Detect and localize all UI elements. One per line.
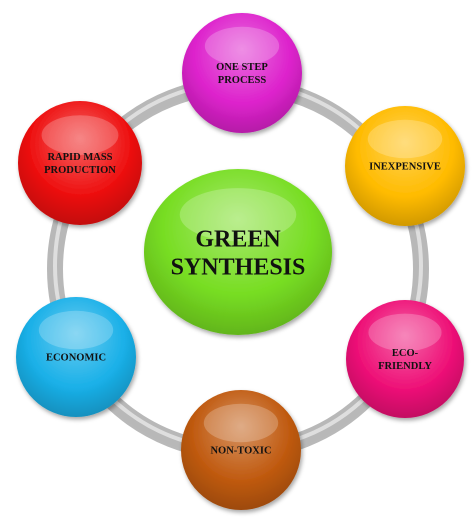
node-economic: ECONOMIC — [16, 297, 136, 417]
node-non-toxic-label-line-1: NON-TOXIC — [210, 446, 271, 457]
node-economic-gloss — [38, 310, 114, 350]
node-rapid-mass-production: RAPID MASS PRODUCTION — [18, 101, 142, 225]
node-non-toxic: NON-TOXIC — [181, 390, 301, 510]
node-eco-friendly-gloss — [368, 313, 442, 352]
node-inexpensive: INEXPENSIVE — [345, 106, 465, 226]
node-inexpensive-gloss — [367, 119, 443, 159]
node-rapid-mass-production-label-line-1: RAPID MASS — [47, 152, 112, 163]
node-one-step-process-gloss — [204, 26, 280, 66]
center-green-synthesis-gloss — [179, 188, 297, 242]
node-eco-friendly-circle — [346, 300, 464, 418]
node-one-step-process-label-line-1: ONE STEP — [216, 62, 268, 73]
node-non-toxic-circle — [181, 390, 301, 510]
center-green-synthesis-label-line-2: SYNTHESIS — [171, 254, 306, 280]
node-eco-friendly-label-line-2: FRIENDLY — [378, 361, 432, 372]
node-inexpensive-circle — [345, 106, 465, 226]
node-rapid-mass-production-gloss — [41, 115, 119, 155]
node-non-toxic-gloss — [203, 403, 279, 443]
node-one-step-process-circle — [182, 13, 302, 133]
outer-nodes: ONE STEP PROCESS INEXPENSIVE ECO- FRIENDLY NO… — [16, 13, 465, 510]
node-inexpensive-label-line-1: INEXPENSIVE — [369, 162, 441, 173]
node-economic-label-line-1: ECONOMIC — [46, 353, 106, 364]
node-rapid-mass-production-circle — [18, 101, 142, 225]
node-economic-circle — [16, 297, 136, 417]
center-green-synthesis-circle — [144, 169, 332, 335]
node-one-step-process: ONE STEP PROCESS — [182, 13, 302, 133]
node-rapid-mass-production-label-line-2: PRODUCTION — [44, 165, 116, 176]
node-one-step-process-label-line-2: PROCESS — [218, 75, 267, 86]
center-green-synthesis-label-line-1: GREEN — [195, 226, 281, 252]
node-eco-friendly: ECO- FRIENDLY — [346, 300, 464, 418]
node-eco-friendly-label-line-1: ECO- — [392, 348, 419, 359]
